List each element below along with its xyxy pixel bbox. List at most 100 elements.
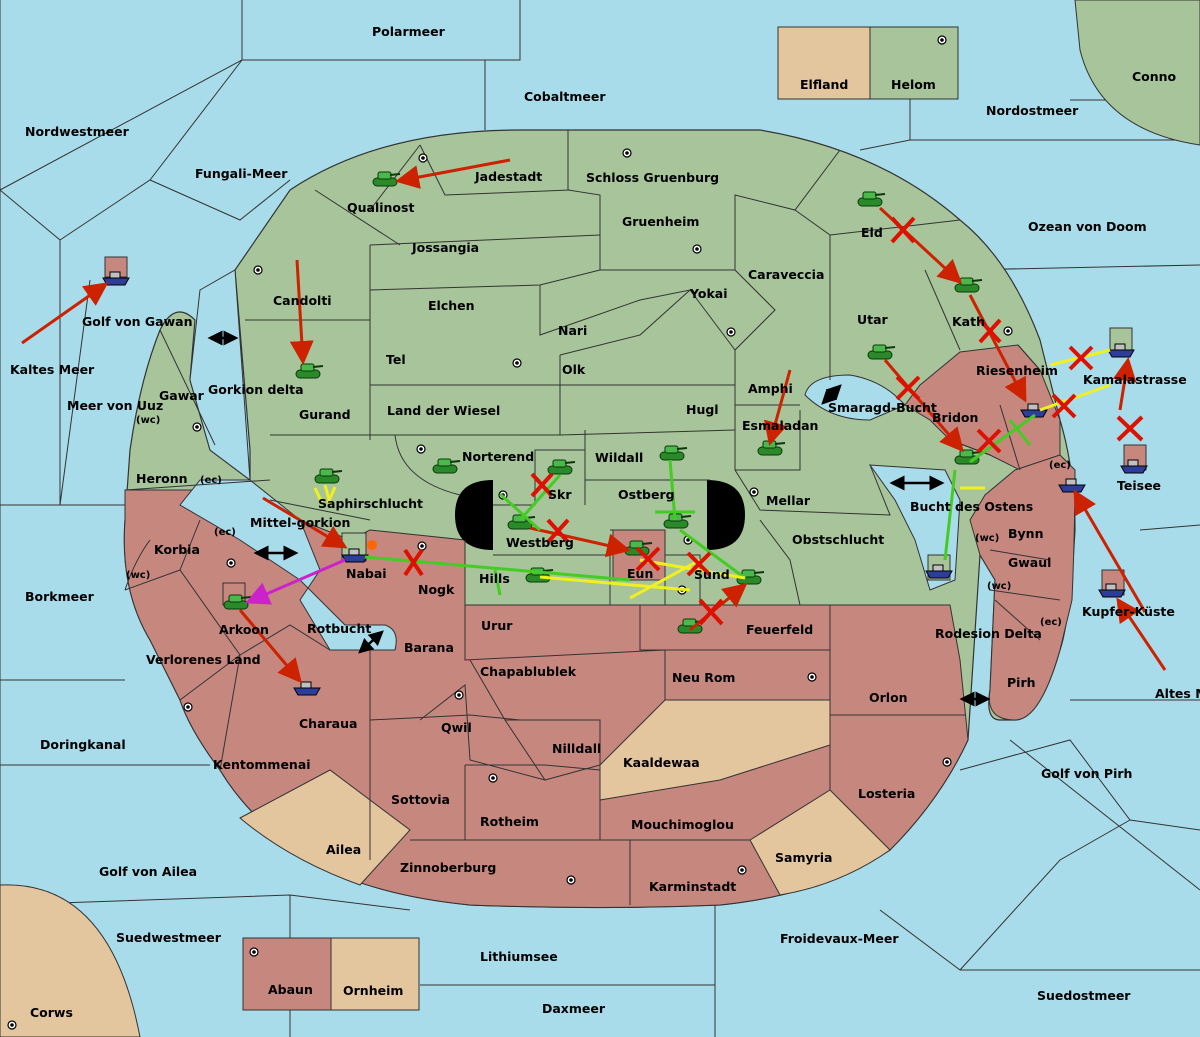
label-urur: Urur xyxy=(481,618,513,633)
label-golf-von-ailea: Golf von Ailea xyxy=(99,864,197,879)
label-daxmeer: Daxmeer xyxy=(542,1001,606,1016)
region-elfland[interactable] xyxy=(777,26,871,100)
label-gawar: Gawar xyxy=(159,388,205,403)
label-elfland: Elfland xyxy=(800,77,848,92)
label-schloss-gruenburg: Schloss Gruenburg xyxy=(586,170,719,185)
label-candolti: Candolti xyxy=(273,293,332,308)
label-korbia: Korbia xyxy=(154,542,200,557)
label-altes-meer: Altes Meer xyxy=(1155,686,1200,701)
label-doringkanal: Doringkanal xyxy=(40,737,126,752)
label-rotbucht: Rotbucht xyxy=(307,621,371,636)
region-samyria[interactable] xyxy=(749,789,891,896)
label-olk: Olk xyxy=(562,362,586,377)
label-kaaldewaa: Kaaldewaa xyxy=(623,755,700,770)
coast-tag-korbia-wc: (wc) xyxy=(126,570,150,581)
label-corws: Corws xyxy=(30,1005,73,1020)
label-hills: Hills xyxy=(479,571,510,586)
label-teisee: Teisee xyxy=(1117,478,1161,493)
label-norterend: Norterend xyxy=(462,449,534,464)
label-riesenheim: Riesenheim xyxy=(976,363,1058,378)
connection-arrows xyxy=(207,330,991,707)
label-gruenheim: Gruenheim xyxy=(622,214,699,229)
label-neu-rom: Neu Rom xyxy=(672,670,735,685)
center-wall-left xyxy=(455,480,493,550)
label-bynn: Bynn xyxy=(1008,526,1043,541)
center-wall-right xyxy=(707,480,745,550)
label-saphirschlucht: Saphirschlucht xyxy=(318,496,423,511)
label-conno: Conno xyxy=(1132,69,1177,84)
label-samyria: Samyria xyxy=(775,850,833,865)
sea-mittelgorkion[interactable] xyxy=(179,479,397,651)
cancelled-marks xyxy=(403,216,1144,626)
label-utar: Utar xyxy=(857,312,889,327)
label-jadestadt: Jadestadt xyxy=(474,169,542,184)
label-gwaul: Gwaul xyxy=(1008,555,1051,570)
label-eun: Eun xyxy=(627,566,653,581)
label-qualinost: Qualinost xyxy=(347,200,414,215)
label-mellar: Mellar xyxy=(766,493,811,508)
orders-green xyxy=(364,413,1036,596)
region-conno[interactable] xyxy=(1074,0,1200,146)
label-barana: Barana xyxy=(404,640,454,655)
label-cobaltmeer: Cobaltmeer xyxy=(524,89,606,104)
province-borders xyxy=(124,130,1061,905)
region-corws[interactable] xyxy=(0,884,141,1037)
label-pirh: Pirh xyxy=(1007,675,1036,690)
coast-tag-gwaul-ec: (ec) xyxy=(1040,617,1062,628)
label-kath: Kath xyxy=(952,314,985,329)
label-westberg: Westberg xyxy=(506,535,574,550)
label-orlon: Orlon xyxy=(869,690,908,705)
coast-tag-gawar-wc: (wc) xyxy=(136,415,160,426)
label-suedwestmeer: Suedwestmeer xyxy=(116,930,222,945)
region-ornheim[interactable] xyxy=(330,937,420,1011)
label-losteria: Losteria xyxy=(858,786,915,801)
label-amphi: Amphi xyxy=(748,381,793,396)
label-polarmeer: Polarmeer xyxy=(372,24,446,39)
label-skr: Skr xyxy=(548,487,572,502)
label-ozean-von-doom: Ozean von Doom xyxy=(1028,219,1147,234)
label-gorkion-delta: Gorkion delta xyxy=(208,382,304,397)
coast-tag-bynn-wc: (wc) xyxy=(975,533,999,544)
label-verlorenes-land: Verlorenes Land xyxy=(146,652,261,667)
coast-tag-heronn-ec: (ec) xyxy=(200,475,222,486)
label-caraveccia: Caraveccia xyxy=(748,267,824,282)
label-feuerfeld: Feuerfeld xyxy=(746,622,813,637)
label-abaun: Abaun xyxy=(268,982,313,997)
label-golf-von-pirh: Golf von Pirh xyxy=(1041,766,1132,781)
label-yokai: Yokai xyxy=(689,286,728,301)
region-ailea[interactable] xyxy=(239,769,411,886)
label-chapablublek: Chapablublek xyxy=(480,664,577,679)
sea-gorkion-delta-lake[interactable] xyxy=(189,269,251,482)
label-ornheim: Ornheim xyxy=(343,983,403,998)
label-rodesion-delta: Rodesion Delta xyxy=(935,626,1042,641)
label-hugl: Hugl xyxy=(686,402,719,417)
label-nordostmeer: Nordostmeer xyxy=(986,103,1079,118)
label-karminstadt: Karminstadt xyxy=(649,879,736,894)
label-land-der-wiesel: Land der Wiesel xyxy=(387,403,500,418)
label-jossangia: Jossangia xyxy=(411,240,479,255)
label-suedostmeer: Suedostmeer xyxy=(1037,988,1131,1003)
label-kamalastrasse: Kamalastrasse xyxy=(1083,372,1187,387)
label-borkmeer: Borkmeer xyxy=(25,589,95,604)
label-meer-von-uuz: Meer von Uuz xyxy=(67,398,163,413)
label-kentommenai: Kentommenai xyxy=(213,757,311,772)
coast-tag-korbia-ec: (ec) xyxy=(214,527,236,538)
label-helom: Helom xyxy=(891,77,936,92)
label-nari: Nari xyxy=(558,323,587,338)
label-tel: Tel xyxy=(386,352,406,367)
label-nabai: Nabai xyxy=(346,566,387,581)
label-ostberg: Ostberg xyxy=(618,487,675,502)
coast-tag-gwaul-wc: (wc) xyxy=(987,581,1011,592)
label-elchen: Elchen xyxy=(428,298,475,313)
label-esmaladan: Esmaladan xyxy=(742,418,818,433)
label-qwil: Qwil xyxy=(441,720,472,735)
label-arkoon: Arkoon xyxy=(219,622,269,637)
label-kaltes-meer: Kaltes Meer xyxy=(10,362,95,377)
label-obstschlucht: Obstschlucht xyxy=(792,532,884,547)
label-mouchimoglou: Mouchimoglou xyxy=(631,817,734,832)
label-smaragd-bucht: Smaragd-Bucht xyxy=(828,400,937,415)
label-golf-von-gawan: Golf von Gawan xyxy=(82,314,193,329)
label-zinnoberburg: Zinnoberburg xyxy=(400,860,496,875)
label-gurand: Gurand xyxy=(299,407,351,422)
label-rotheim: Rotheim xyxy=(480,814,539,829)
